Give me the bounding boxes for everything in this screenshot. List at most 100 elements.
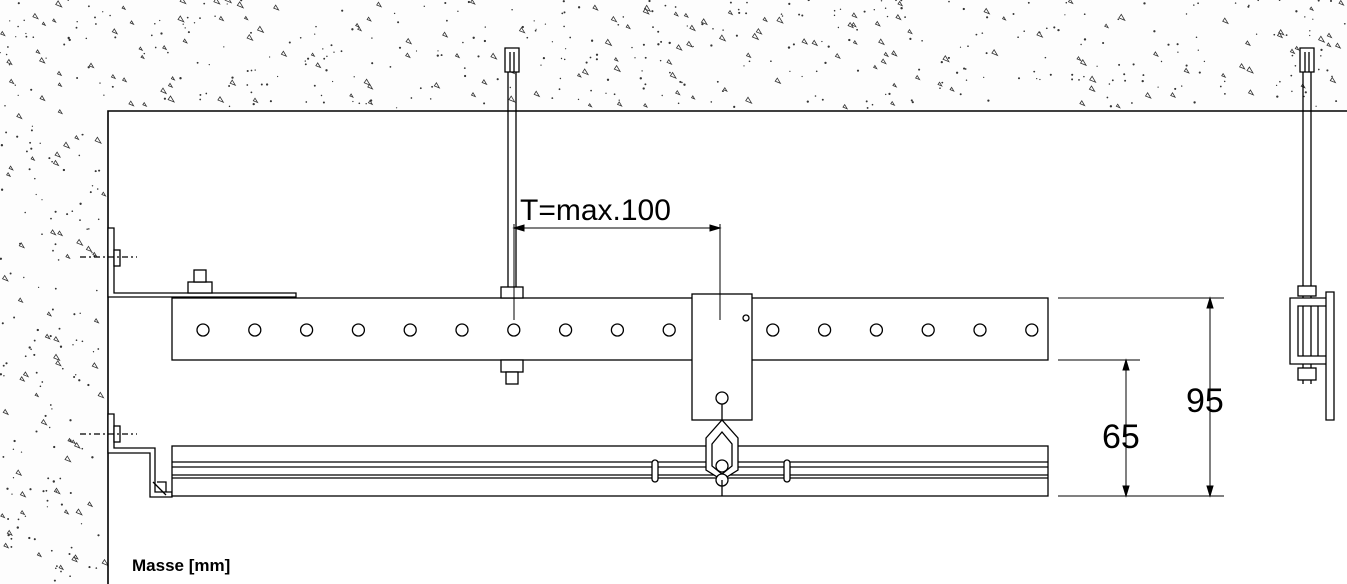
concrete-speckle — [154, 23, 156, 25]
bar-hole — [248, 323, 262, 337]
concrete-speckle — [57, 82, 63, 88]
concrete-speckle — [722, 29, 724, 31]
concrete-speckle — [63, 43, 66, 46]
concrete-speckle — [1273, 33, 1276, 36]
concrete-speckle — [442, 31, 449, 38]
concrete-speckle — [60, 570, 62, 573]
concrete-speckle — [606, 78, 610, 81]
concrete-speckle — [483, 102, 486, 105]
concrete-speckle — [15, 469, 23, 476]
concrete-speckle — [1, 322, 4, 325]
concrete-speckle — [909, 37, 912, 41]
concrete-speckle — [16, 135, 19, 138]
concrete-speckle — [33, 353, 36, 356]
concrete-speckle — [1177, 51, 1179, 53]
concrete-speckle — [634, 57, 636, 59]
concrete-speckle — [814, 95, 817, 97]
concrete-speckle — [44, 333, 51, 340]
concrete-speckle — [642, 7, 650, 15]
concrete-speckle — [5, 171, 12, 178]
concrete-speckle — [167, 95, 176, 103]
concrete-speckle — [299, 37, 302, 39]
concrete-speckle — [983, 7, 991, 15]
concrete-speckle — [87, 5, 90, 8]
concrete-speckle — [613, 64, 622, 73]
concrete-speckle — [10, 537, 13, 540]
concrete-speckle — [745, 52, 752, 59]
concrete-speckle — [1329, 76, 1337, 84]
concrete-speckle — [880, 0, 883, 2]
concrete-speckle — [677, 102, 680, 105]
concrete-speckle — [1170, 92, 1177, 98]
concrete-speckle — [1320, 55, 1322, 57]
concrete-speckle — [103, 94, 105, 96]
concrete-speckle — [1185, 13, 1188, 15]
concrete-speckle — [7, 518, 10, 520]
concrete-speckle — [57, 230, 64, 237]
concrete-speckle — [97, 534, 100, 537]
concrete-speckle — [949, 86, 955, 92]
concrete-speckle — [518, 26, 526, 34]
concrete-speckle — [735, 34, 738, 37]
concrete-speckle — [76, 238, 84, 247]
concrete-speckle — [182, 23, 184, 25]
concrete-speckle — [692, 45, 694, 48]
concrete-speckle — [666, 58, 673, 66]
concrete-speckle — [415, 50, 418, 52]
concrete-speckle — [330, 44, 333, 47]
concrete-speckle — [563, 25, 565, 28]
concrete-speckle — [962, 7, 965, 11]
concrete-speckle — [19, 242, 21, 245]
concrete-speckle — [170, 76, 176, 81]
concrete-speckle — [1044, 56, 1047, 59]
concrete-speckle — [315, 25, 317, 28]
concrete-speckle — [49, 404, 52, 406]
concrete-speckle — [801, 38, 809, 45]
concrete-speckle — [885, 93, 887, 96]
concrete-speckle — [59, 477, 62, 480]
concrete-speckle — [55, 567, 57, 570]
concrete-speckle — [121, 5, 127, 11]
concrete-speckle — [71, 555, 78, 563]
concrete-speckle — [834, 52, 841, 60]
concrete-speckle — [75, 339, 78, 341]
concrete-speckle — [1143, 2, 1146, 5]
concrete-speckle — [28, 168, 31, 171]
concrete-speckle — [91, 456, 94, 459]
concrete-speckle — [42, 490, 45, 493]
concrete-speckle — [496, 78, 499, 81]
rod-nuts-left — [500, 286, 524, 385]
concrete-speckle — [193, 22, 196, 24]
concrete-speckle — [1291, 54, 1294, 57]
concrete-speckle — [4, 104, 6, 107]
concrete-speckle — [405, 37, 413, 45]
concrete-speckle — [983, 76, 985, 79]
concrete-speckle — [19, 491, 27, 498]
concrete-speckle — [143, 52, 146, 55]
concrete-speckle — [236, 1, 245, 9]
concrete-speckle — [9, 20, 11, 22]
concrete-speckle — [1141, 79, 1144, 83]
concrete-speckle — [911, 101, 914, 104]
concrete-speckle — [1234, 2, 1237, 4]
concrete-speckle — [657, 43, 660, 46]
concrete-speckle — [223, 46, 225, 48]
concrete-speckle — [250, 69, 253, 72]
concrete-speckle — [605, 92, 607, 94]
concrete-speckle — [564, 48, 567, 50]
concrete-speckle — [874, 20, 881, 27]
concrete-speckle — [464, 74, 467, 78]
concrete-speckle — [1320, 48, 1323, 52]
concrete-speckle — [558, 88, 561, 91]
concrete-speckle — [577, 98, 580, 101]
concrete-speckle — [509, 86, 512, 89]
concrete-speckle — [851, 21, 857, 28]
concrete-speckle — [39, 385, 42, 388]
concrete-speckle — [11, 493, 13, 495]
concrete-speckle — [167, 51, 169, 54]
concrete-speckle — [897, 0, 904, 7]
concrete-speckle — [114, 36, 117, 39]
clamp-assembly — [691, 293, 753, 496]
bar-hole — [455, 323, 469, 337]
concrete-speckle — [16, 112, 23, 120]
